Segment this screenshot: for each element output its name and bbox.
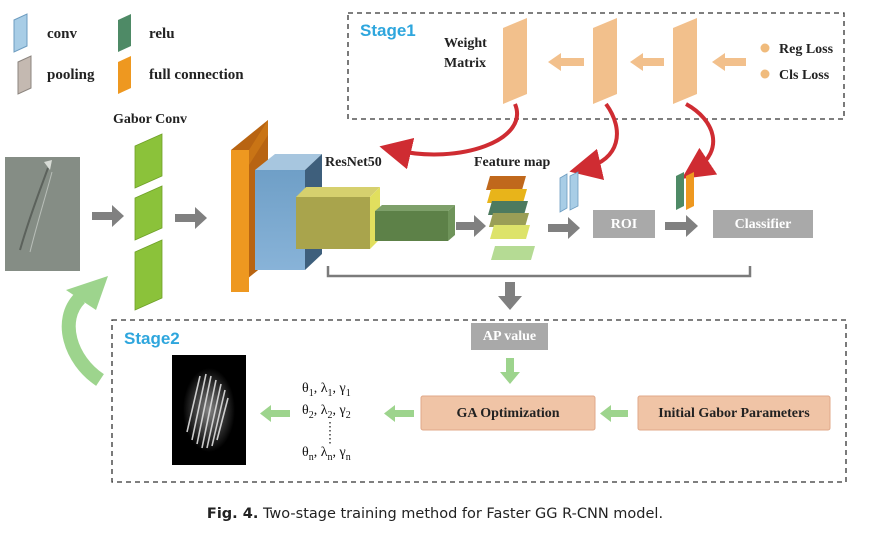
legend-full-connection-label: full connection	[149, 67, 244, 83]
arrow-params-to-kernel	[260, 405, 290, 422]
gabor-conv-layers	[134, 133, 163, 311]
training-diagram: conv relu pooling full connection Stage1…	[5, 12, 847, 483]
stage1-border	[347, 12, 845, 120]
weight-plate-3	[673, 18, 697, 104]
gabor-conv-label: Gabor Conv	[113, 112, 187, 127]
roi-input-layers	[559, 171, 579, 213]
red-arrow-to-classifier-feature	[681, 102, 718, 179]
stage1-panel: Stage1 Weight Matrix Reg Loss Cls Loss	[347, 12, 845, 120]
param-row-n: θn, λn, γn	[302, 445, 351, 463]
weight-plate-1	[503, 18, 527, 104]
classifier-input-layers	[676, 172, 694, 210]
caption-label: Fig. 4.	[206, 506, 259, 522]
arrow-gabor-to-resnet	[175, 207, 207, 229]
gabor-parameter-list: θ1, λ1, γ1 θ2, λ2, γ2 θn, λn, γn	[302, 381, 351, 463]
legend-relu-swatch	[118, 14, 131, 52]
stage2-panel: Stage2 AP value GA Optimization Initial …	[111, 319, 847, 483]
stage1-title: Stage1	[360, 21, 416, 40]
stage1-arrow-left-1	[548, 53, 584, 71]
cls-loss-label: Cls Loss	[779, 68, 830, 83]
ga-optimization-label: GA Optimization	[456, 406, 559, 421]
roi-label: ROI	[611, 217, 637, 232]
output-bracket	[326, 266, 752, 278]
weight-matrix-label-line2: Matrix	[444, 56, 486, 71]
feedback-arrows	[379, 102, 718, 181]
cls-loss-bullet	[760, 69, 770, 79]
feature-map-stack	[486, 176, 535, 260]
initial-gabor-params-label: Initial Gabor Parameters	[658, 406, 810, 421]
resnet-block	[231, 120, 455, 292]
arrow-initial-to-ga	[600, 405, 628, 422]
arrow-roi-to-classifier	[665, 215, 698, 237]
weight-plate-2	[593, 18, 617, 104]
initial-gabor-params-box	[637, 395, 831, 431]
ap-value-box	[471, 323, 548, 350]
feature-map-label: Feature map	[474, 155, 551, 170]
legend-full-connection-swatch	[118, 56, 131, 94]
ga-optimization-box	[420, 395, 596, 431]
param-row-2: θ2, λ2, γ2	[302, 403, 351, 421]
arrow-ap-to-ga	[500, 358, 520, 384]
caption-text: Two-stage training method for Faster GG …	[262, 506, 664, 522]
legend-relu-label: relu	[149, 26, 175, 42]
arrow-ga-to-params	[384, 405, 414, 422]
classifier-label: Classifier	[735, 217, 792, 232]
arrow-featuremap-to-roi	[548, 217, 580, 239]
classifier-box	[713, 210, 813, 238]
stage2-feedback-arrow	[61, 276, 108, 386]
legend-pooling-swatch	[17, 55, 32, 95]
ap-value-label: AP value	[483, 329, 536, 344]
legend-conv-swatch	[13, 13, 28, 53]
stage2-border	[111, 319, 847, 483]
legend: conv relu pooling full connection	[13, 13, 244, 95]
resnet-label: ResNet50	[325, 155, 382, 170]
reg-loss-label: Reg Loss	[779, 42, 834, 57]
figure-caption: Fig. 4. Two-stage training method for Fa…	[0, 506, 870, 522]
legend-conv-label: conv	[47, 26, 78, 42]
arrow-resnet-to-featuremap	[456, 215, 486, 237]
red-arrow-to-roi-feature	[569, 102, 619, 181]
stage2-title: Stage2	[124, 329, 180, 348]
gabor-kernel-image	[172, 355, 246, 465]
pipeline: Gabor Conv ResNet50	[5, 112, 813, 311]
red-arrow-to-resnet	[379, 103, 519, 170]
arrow-to-ap-value	[498, 282, 522, 310]
param-row-1: θ1, λ1, γ1	[302, 381, 351, 399]
legend-pooling-label: pooling	[47, 67, 95, 83]
arrow-input-to-gabor	[92, 205, 124, 227]
weight-matrix-label-line1: Weight	[444, 36, 487, 51]
stage1-arrow-left-2	[630, 53, 664, 71]
roi-box	[593, 210, 655, 238]
input-image	[5, 157, 80, 271]
stage1-arrow-left-3	[712, 53, 746, 71]
reg-loss-bullet	[760, 43, 770, 53]
